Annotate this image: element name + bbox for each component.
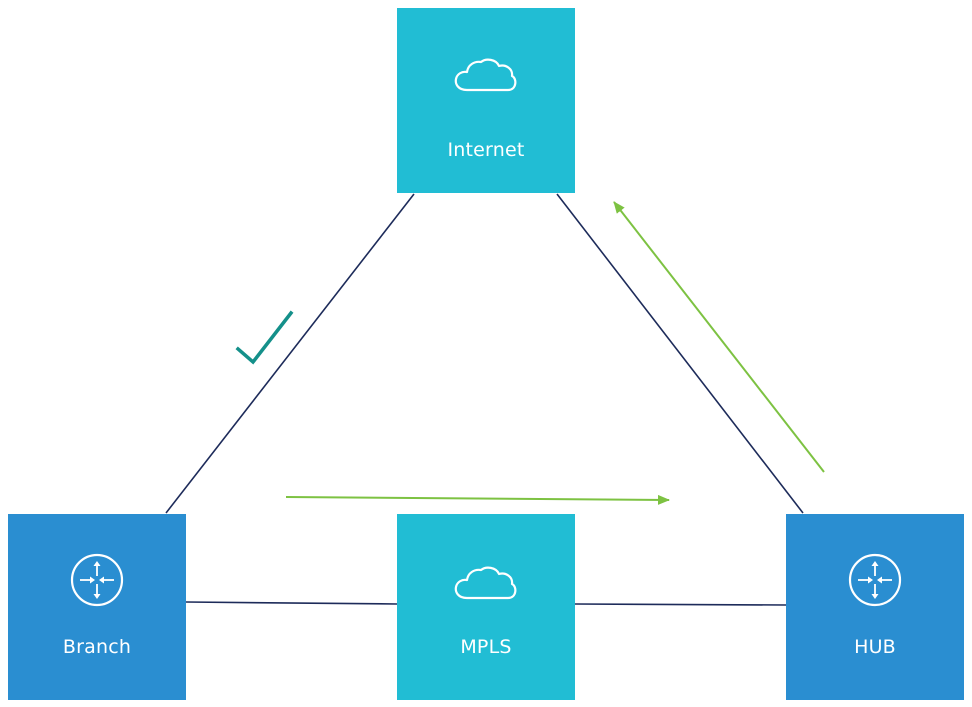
flow-arrow-branch-to-hub [285,494,670,505]
router-icon [69,552,125,612]
branch-node[interactable]: Branch [8,514,186,700]
internet-node[interactable]: Internet [397,8,575,193]
link-internet-hub [556,193,804,514]
link-branch-internet [165,193,415,514]
link-branch-mpls [185,601,398,605]
hub-label: HUB [854,636,896,658]
hub-node[interactable]: HUB [786,514,964,700]
branch-label: Branch [62,636,132,658]
cloud-icon [453,565,519,605]
flow-arrow-hub-to-internet [613,201,825,473]
cloud-icon [453,57,519,97]
link-mpls-hub [574,603,787,606]
internet-label: Internet [447,139,525,161]
mpls-node[interactable]: MPLS [397,514,575,700]
check-icon [235,310,294,365]
router-icon [847,552,903,612]
mpls-label: MPLS [460,636,512,658]
